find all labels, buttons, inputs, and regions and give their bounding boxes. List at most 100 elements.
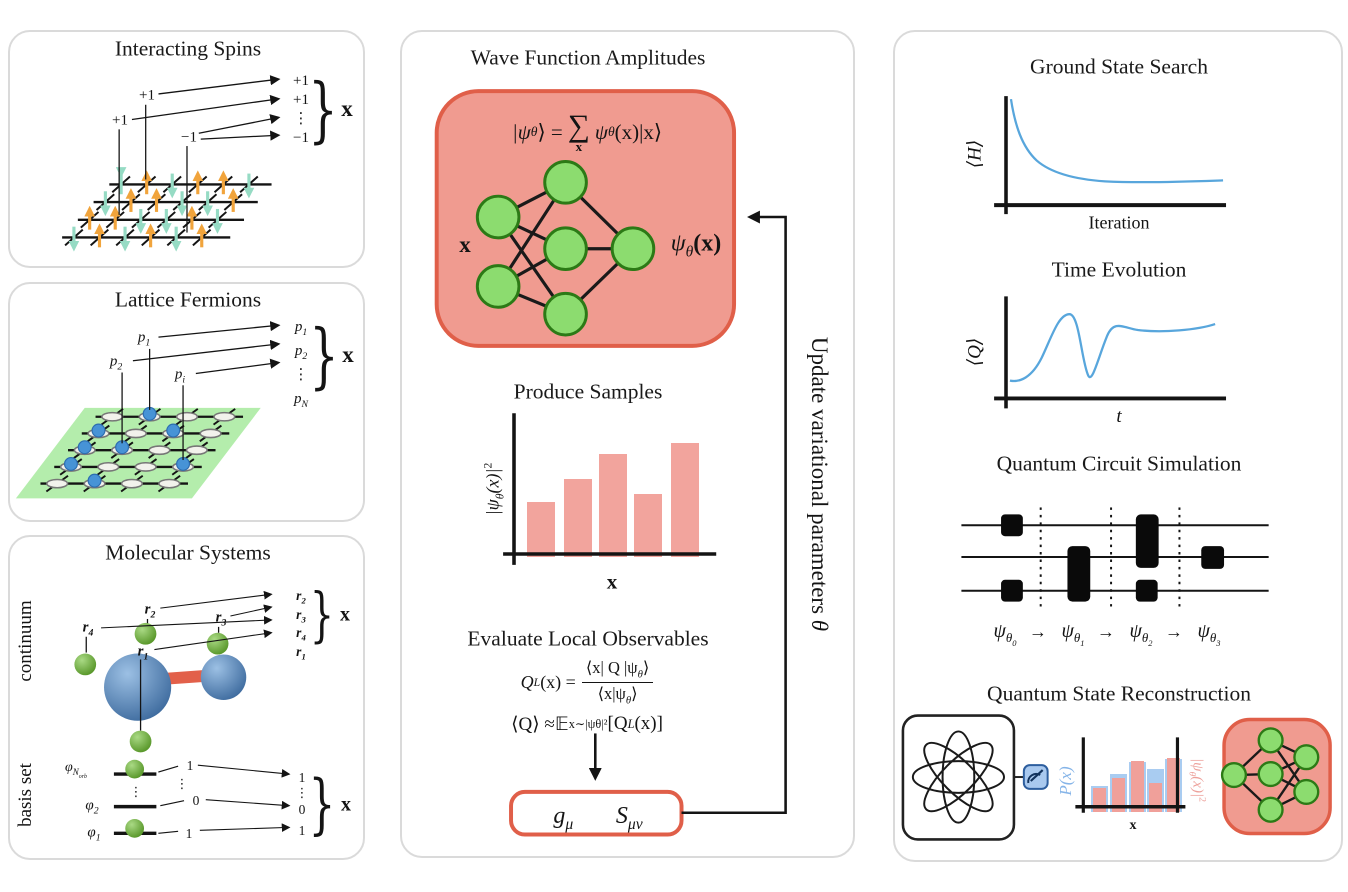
electron-callout-arrows: [101, 590, 273, 651]
variational-loop-drawing: [434, 89, 787, 837]
fermion-particles: [63, 406, 191, 488]
measured-distribution-label: P(x): [1056, 766, 1075, 796]
orbital-label: φ2: [85, 797, 99, 817]
applications-drawing: [901, 96, 1332, 841]
vertical-dots: ⋮: [175, 776, 189, 791]
spin-value-label: +1: [139, 87, 155, 104]
interacting-spins-panel: Interacting Spins +1 +1 −1 +1 +1 ⋮ −1 } …: [8, 30, 365, 268]
model-bar: [1111, 778, 1125, 812]
ground-state-plot: [994, 96, 1227, 215]
molecule-drawing: [74, 590, 291, 838]
vector-name: x: [341, 96, 353, 121]
circuit-state-label: ψθ2: [1129, 620, 1153, 648]
samples-ylabel: |ψθ(x)|2: [481, 462, 507, 516]
panel-title: Molecular Systems: [105, 540, 271, 565]
samples-bars: [525, 442, 719, 557]
electron-label: r2: [144, 601, 156, 621]
sample-bar: [564, 479, 592, 557]
quantum-device: [901, 714, 1049, 841]
panel-title: Wave Function Amplitudes: [470, 45, 706, 70]
fermion-label: p1: [137, 329, 151, 349]
basis-vector-entry: 1: [298, 770, 306, 785]
samples-title: Produce Samples: [513, 379, 663, 404]
basis-set-side-label: basis set: [15, 763, 36, 827]
circuit-title: Quantum Circuit Simulation: [996, 451, 1242, 476]
sample-bar: [671, 443, 699, 557]
vector-entry: r1: [296, 644, 306, 662]
vector-name: x: [341, 793, 351, 816]
molecule: [74, 618, 247, 753]
vector-entry: +1: [293, 73, 309, 89]
reconstruction-xlabel: x: [1129, 818, 1137, 833]
time-evolution-title: Time Evolution: [1051, 257, 1187, 282]
vector-brace: }: [309, 580, 335, 650]
panel-title: Lattice Fermions: [114, 287, 262, 312]
basis-vector-entry: ⋮: [295, 785, 309, 800]
basis-vector-entry: 1: [298, 823, 306, 838]
gradient-symbol: gμ: [553, 803, 574, 833]
reconstruction-title: Quantum State Reconstruction: [987, 681, 1251, 706]
vector-brace: }: [308, 766, 336, 843]
measurement-icon: [1022, 764, 1049, 790]
vertical-dots: ⋮: [129, 784, 143, 799]
time-evolution-xlabel: t: [1116, 406, 1122, 427]
vector-entry: p2: [294, 343, 308, 362]
reconstruction-network: [1220, 717, 1332, 836]
samples-axes: [503, 413, 717, 565]
electron-label: r4: [82, 619, 94, 639]
vector-entry: r2: [296, 588, 306, 606]
electron-label: r1: [137, 643, 149, 663]
observable-fraction: ⟨x| Q |ψθ⟩ ⟨x|ψθ⟩: [581, 658, 654, 706]
s-matrix-symbol: Sμν: [615, 803, 643, 833]
reconstruction-axes: [1075, 737, 1186, 813]
electron-label: r3: [215, 609, 227, 629]
network-input-label: x: [459, 232, 471, 257]
lattice-fermions-panel: Lattice Fermions p1 p2 pi p1 p2 ⋮ pN } x: [8, 282, 365, 522]
position-vector: r2 r3 r4 r1: [288, 589, 314, 664]
fermion-callout-lines: [121, 321, 281, 461]
fermion-label: pi: [174, 366, 186, 386]
vector-entry: r3: [296, 606, 306, 625]
state-arrow: →: [1165, 621, 1183, 642]
sample-bar: [634, 494, 662, 557]
vector-entry: ⋮: [293, 111, 309, 127]
vector-brace: }: [309, 313, 339, 397]
vector-entry: r4: [296, 625, 306, 644]
lattice-diagonals: [64, 175, 259, 247]
sum-over-x: ∑x: [567, 107, 590, 155]
lattice-plane: [15, 407, 261, 499]
sample-bar: [527, 502, 555, 557]
circuit-state-label: ψθ0: [993, 620, 1017, 648]
network-output-label: ψθ(x): [670, 230, 722, 261]
sample-bar: [599, 454, 627, 557]
observables-title: Evaluate Local Observables: [467, 626, 709, 651]
fermion-config-vector: p1 p2 ⋮ pN: [286, 318, 316, 414]
molecular-systems-panel: Molecular Systems continuum basis set r2…: [8, 535, 365, 860]
applications-panel: Ground State Search ⟨H⟩ Iteration Time E…: [893, 30, 1343, 862]
spin-value-label: −1: [181, 129, 197, 146]
fermion-lattice-drawing: [15, 321, 281, 499]
vector-entry: pN: [293, 391, 308, 410]
time-evolution-ylabel: ⟨Q⟩: [964, 337, 986, 367]
occupation-value: 1: [185, 826, 193, 841]
spin-value-label: +1: [112, 112, 128, 129]
vector-entry: p1: [294, 319, 308, 338]
feedback-loop-arrow: [681, 210, 787, 815]
basis-set-levels: [113, 759, 185, 838]
quantum-circuit: [961, 507, 1269, 611]
basis-callout-arrows: [197, 764, 291, 832]
model-bar: [1130, 761, 1144, 812]
feedback-label: Update variational parameters θ: [807, 336, 832, 632]
orbital-label: φNorb: [64, 760, 88, 780]
gradients-box: gμ Sμν: [512, 797, 684, 840]
orbital-label: φ1: [87, 824, 101, 844]
state-arrow: →: [1097, 621, 1115, 642]
vector-name: x: [342, 342, 354, 367]
ground-state-xlabel: Iteration: [1088, 212, 1150, 233]
ground-state-title: Ground State Search: [1030, 54, 1208, 79]
spin-config-vector: +1 +1 ⋮ −1: [286, 72, 316, 148]
